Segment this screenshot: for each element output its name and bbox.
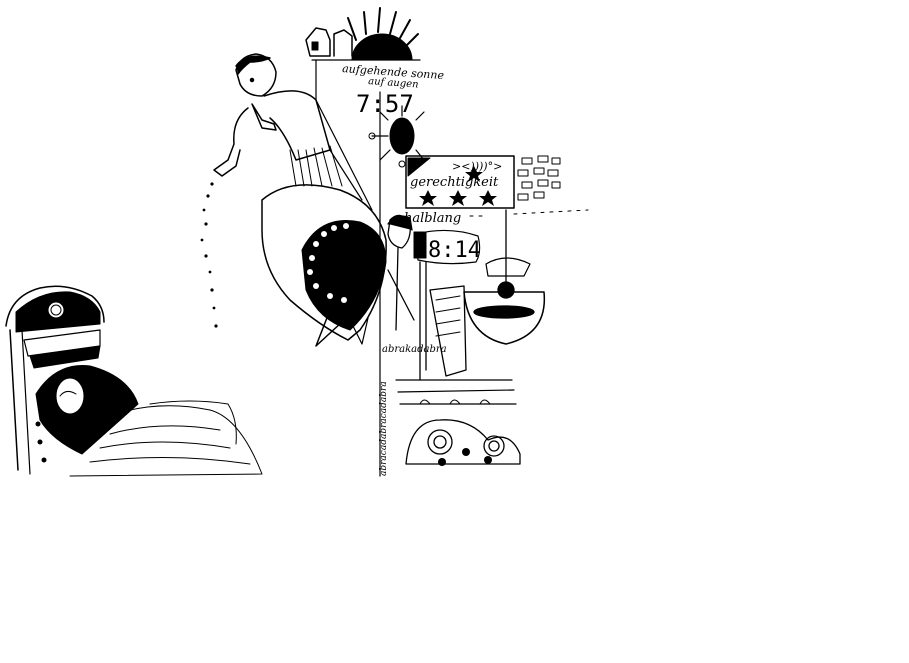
banner-fish-marks: ><))))°>	[452, 160, 502, 173]
lower-clock-frame	[413, 229, 481, 265]
justice-banner	[405, 155, 515, 209]
abrakadabra-label: abrakadabra	[382, 344, 447, 355]
sun-with-house-drawing	[305, 7, 421, 61]
halblang-arrow	[469, 209, 589, 217]
feathered-bird-drawing	[261, 184, 387, 347]
brick-pattern	[517, 155, 561, 201]
lower-clock-display: 8:14	[428, 238, 481, 263]
bed-with-sleeper-drawing	[5, 285, 263, 477]
boy-with-horn-drawing	[200, 53, 373, 328]
figure-with-bowl-drawing	[387, 209, 546, 381]
banner-text: gerechtigkeit	[410, 175, 499, 190]
rising-sun-sublabel: auf augen	[368, 76, 419, 90]
vertical-chant-text: abracadabracadabra	[379, 381, 389, 476]
halblang-label: halblang	[404, 211, 461, 226]
upper-clock-display: 7:57	[356, 90, 414, 118]
floor-lines	[395, 379, 517, 405]
bulb-cluster-drawing	[405, 419, 521, 466]
